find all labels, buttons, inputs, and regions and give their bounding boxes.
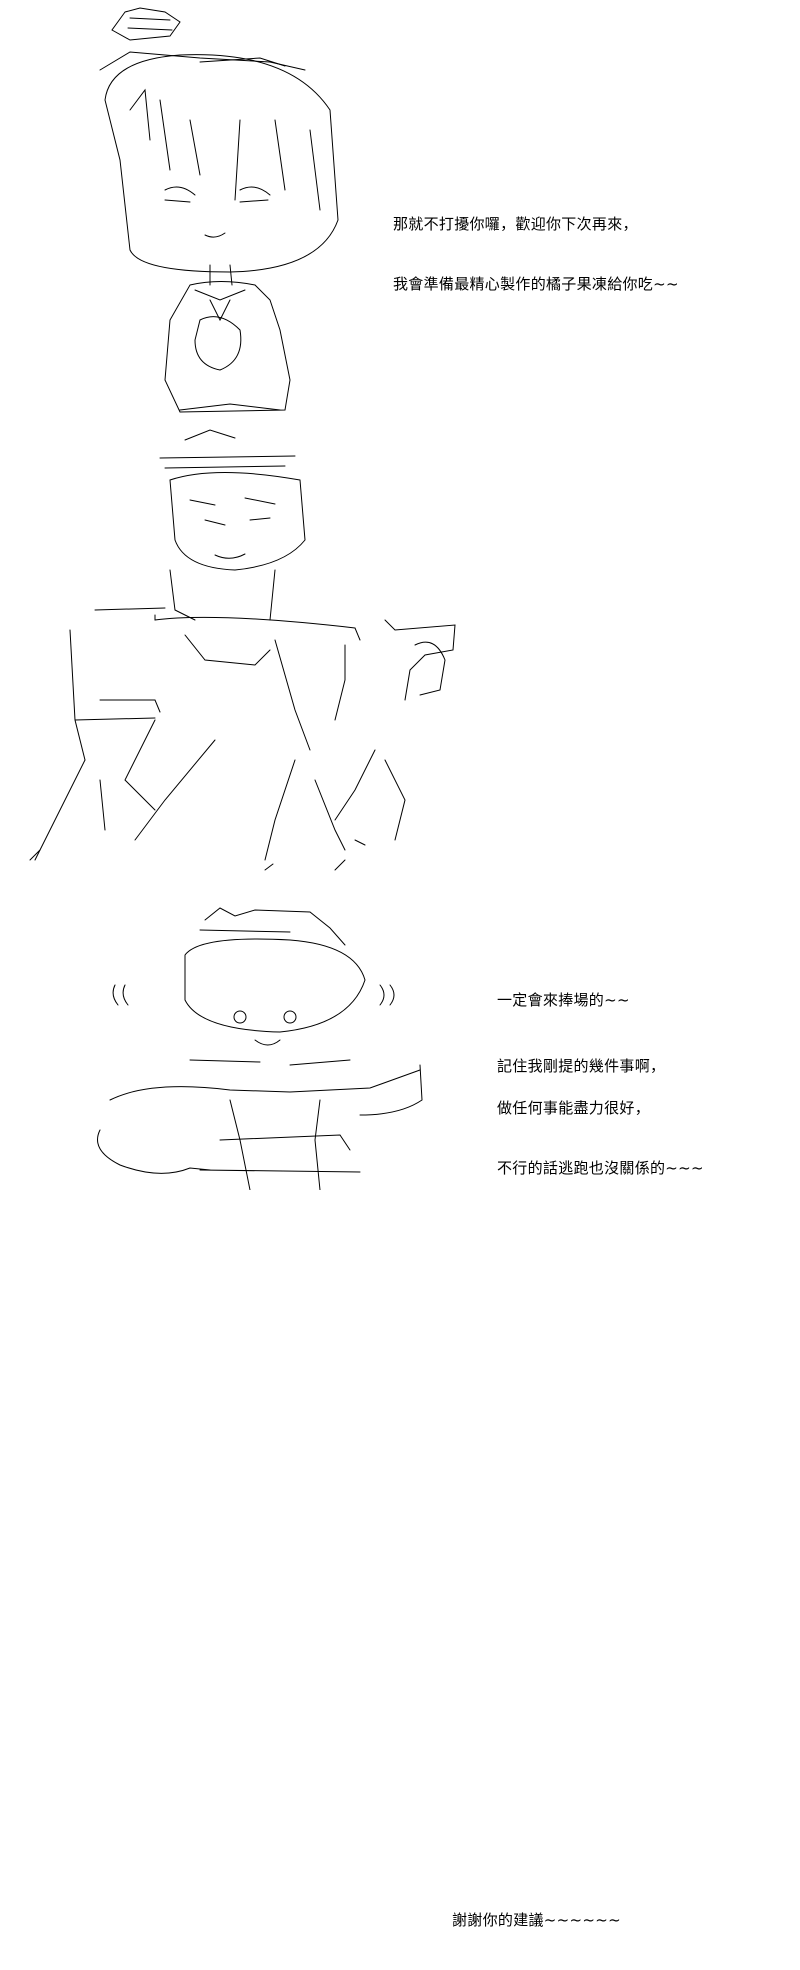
dialogue-line: 謝謝你的建議~~~~~~ [452,1911,622,1929]
panel-1: 那就不打擾你囉，歡迎你下次再來， 我會準備最精心製作的橘子果凍給你吃~~ [0,0,800,420]
dialogue-thanks: 謝謝你的建議~~~~~~ [452,1870,621,1970]
girl-ascii-art [70,0,370,420]
dialogue-remember: 記住我剛提的幾件事啊， [497,1016,665,1116]
chibi-ascii-art [90,900,440,1190]
seated-figure-ascii-art [15,420,465,880]
dialogue-will-visit: 一定會來捧場的~~ [497,950,630,1050]
panel-2: 一定會來捧場的~~ 記住我剛提的幾件事啊， 做任何事能盡力很好， 不行的話逃跑也… [0,420,800,1177]
dialogue-farewell: 那就不打擾你囉，歡迎你下次再來， 我會準備最精心製作的橘子果凍給你吃~~ [393,174,679,334]
dialogue-line: 不行的話逃跑也沒關係的~~~ [497,1159,704,1177]
dialogue-line: 一定會來捧場的~~ [497,991,630,1009]
dialogue-line: 我會準備最精心製作的橘子果凍給你吃~~ [393,275,679,293]
panel-3: 謝謝你的建議~~~~~~ [0,880,800,1929]
dialogue-line: 記住我剛提的幾件事啊， [497,1057,666,1075]
dialogue-line: 那就不打擾你囉，歡迎你下次再來， [393,215,638,233]
dialogue-line: 做任何事能盡力很好， [497,1099,651,1117]
dialogue-advice: 做任何事能盡力很好， 不行的話逃跑也沒關係的~~~ [497,1058,704,1218]
